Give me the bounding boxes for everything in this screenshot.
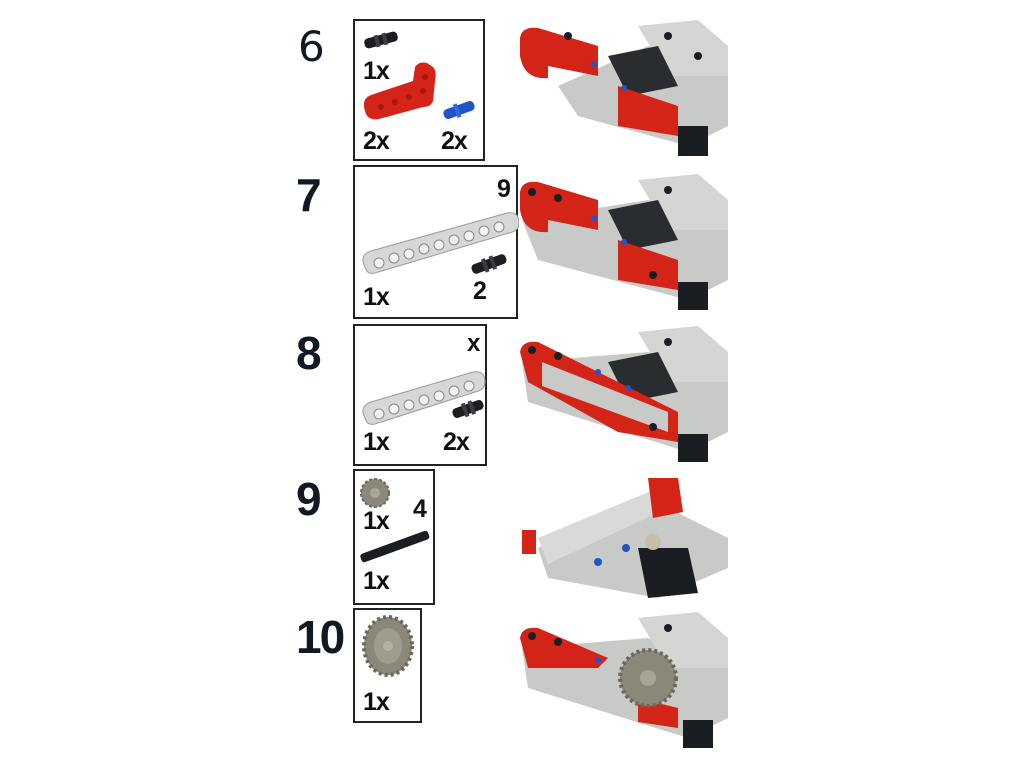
qty-label: 1x [363, 283, 390, 311]
step-number-9: 9 [296, 473, 322, 525]
qty-label: 2x [443, 428, 470, 456]
large-gear-icon [359, 614, 417, 678]
qty-label: 2 [473, 277, 487, 305]
black-pin-icon [449, 398, 487, 420]
small-gear-icon [359, 477, 391, 509]
step-number-10: 10 [296, 611, 345, 663]
blue-pin-icon [441, 99, 477, 121]
red-l-beam-icon [359, 61, 439, 121]
step-number-8: 8 [296, 327, 322, 379]
parts-callout-step-10: 1x [353, 608, 422, 723]
parts-callout-step-9: 1x 4 1x [353, 469, 435, 605]
axle-length-label: 4 [413, 495, 427, 523]
qty-label: 1x [363, 428, 390, 456]
qty-label: 2x [363, 127, 390, 155]
step-number-7: 7 [296, 169, 322, 221]
black-pin-icon [467, 253, 511, 275]
beam-length-label: x [467, 330, 480, 357]
qty-label: 1x [363, 507, 390, 535]
gray-beam-icon [359, 207, 519, 277]
parts-callout-step-6: 1x 2x 2x [353, 19, 485, 161]
step-8-assembly-image [518, 322, 738, 467]
step-9-assembly-image [518, 468, 738, 608]
black-pin-icon [361, 31, 401, 49]
step-10-assembly-image [518, 608, 738, 756]
black-axle-icon [357, 529, 433, 565]
step-6-assembly-image [518, 16, 738, 164]
qty-label: 1x [363, 57, 390, 85]
step-number-6: 6 [298, 22, 325, 71]
beam-length-label: 9 [497, 175, 511, 203]
qty-label: 2x [441, 127, 468, 155]
parts-callout-step-8: x 1x 2x [353, 324, 487, 466]
qty-label: 1x [363, 567, 390, 595]
parts-callout-step-7: 9 1x 2 [353, 165, 519, 319]
qty-label: 1x [363, 688, 390, 716]
step-7-assembly-image [518, 170, 738, 315]
gray-beam-icon [359, 366, 489, 426]
